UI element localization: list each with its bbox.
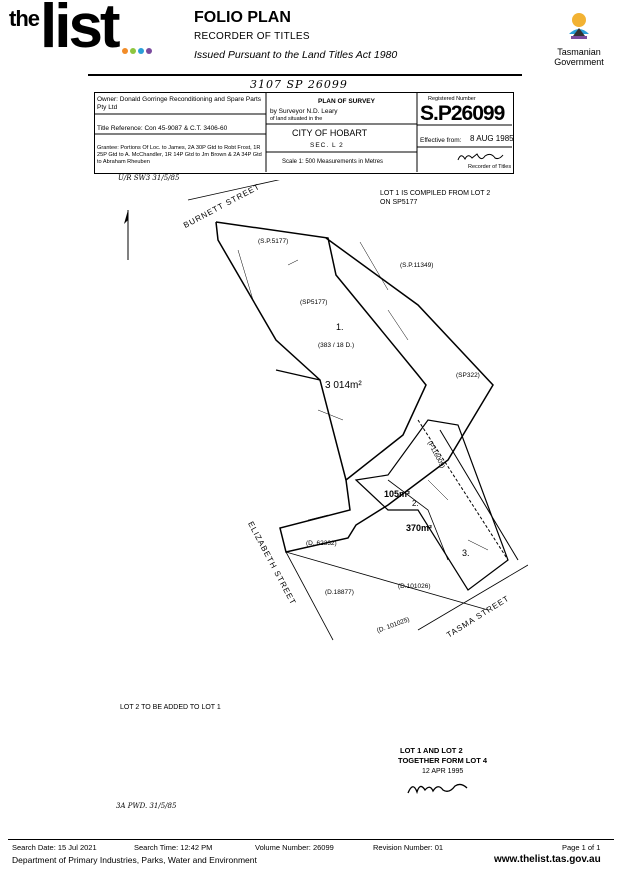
plan-top-handwriting: 3107 SP 26099 [250,78,348,91]
page-subtitle: RECORDER OF TITLES [194,31,310,42]
ref-d101026: (D.101026) [398,583,431,590]
dimension-marks [237,241,489,551]
burnett-street-line [187,180,280,201]
lot1-compiled-note: LOT 1 IS COMPILED FROM LOT 2 ON SP5177 [380,190,491,206]
logo-list: list [40,0,121,61]
gov-line2: Government [554,57,604,67]
ref-d62332: (D. 62332) [306,540,337,547]
scale: Scale 1: 500 Measurements in Metres [282,159,384,165]
logo-dot [146,48,152,54]
logo-dot [122,48,128,54]
recorder-label: Recorder of Titles [468,164,512,170]
grantee-text: Grantee: Portions Of Loc. to James, 2A 3… [97,145,262,165]
title-reference: Title Reference: Con 45-9087 & C.T. 3406… [97,125,228,132]
bottom-handwriting: 3A PWD. 31/5/85 [116,802,177,810]
volume-number: Volume Number: 26099 [255,843,334,852]
effective-from-label: Effective from: [420,137,462,144]
owner-text: Owner: Donald Gorringe Reconditioning an… [97,96,262,111]
page-title: FOLIO PLAN [194,9,291,26]
tasmanian-government-logo: Tasmanian Government [546,6,612,67]
logo-dots [122,48,152,54]
ref-d18877: (D.18877) [325,589,354,596]
city: CITY OF HOBART [292,128,368,138]
registered-number-label: Registered Number [428,96,476,102]
logo-dot [130,48,136,54]
revision-number: Revision Number: 01 [373,843,444,852]
area-lot2: 105m² [384,489,411,499]
crest-icon [569,13,589,39]
ur-note: U/R SW3 31/5/85 [118,174,180,182]
gov-line1: Tasmanian [557,47,601,57]
logo-the: the [9,6,40,31]
website-link[interactable]: www.thelist.tas.gov.au [494,854,601,865]
north-arrow-icon [124,210,129,260]
lot-label-1: 1. [336,322,344,332]
logo-dot [138,48,144,54]
elizabeth-street-line [285,551,489,611]
tasma-street-line [417,564,528,631]
department: Department of Primary Industries, Parks,… [12,855,257,865]
survey-plan-drawing [124,180,528,641]
title-block-lines [94,92,512,172]
footer-divider [8,839,614,840]
lot-label-3: 3. [462,548,470,558]
plan-of-survey: PLAN OF SURVEY [318,98,375,105]
area-lot3: 370m² [406,523,433,533]
area-lot1: 3 014m² [325,380,362,391]
search-time: Search Time: 12:42 PM [134,843,213,852]
surveyor: by Surveyor N.D. Leary [270,108,338,115]
lot-label-2: 2. [412,499,419,508]
lot1-west-boundary [215,221,347,481]
page-indicator: Page 1 of 1 [562,843,601,852]
land-situated: of land situated in the [270,116,323,122]
effective-from-date: 8 AUG 1985 [470,134,514,143]
recorder-signature-2 [407,783,468,795]
together-line2: TOGETHER FORM LOT 4 [398,756,488,765]
scanned-plan-frame [88,74,522,812]
ref-383: (383 / 18 D.) [318,342,355,349]
together-line1: LOT 1 AND LOT 2 [400,746,463,755]
section: SEC. L 2 [310,142,344,149]
ref-sp11349: (S.P.11349) [400,262,434,269]
lot2-added-note: LOT 2 TO BE ADDED TO LOT 1 [120,704,221,711]
plan-title-block [94,92,514,174]
recorder-signature [457,153,504,161]
lot1-boundary [215,221,494,553]
ref-sp322: (SP322) [456,372,480,379]
ref-sp5177-a: (S.P.5177) [258,238,289,245]
together-date: 12 APR 1995 [422,768,464,775]
registered-number: S.P26099 [420,102,505,125]
ref-sp5177-b: (SP5177) [300,299,328,306]
search-date: Search Date: 15 Jul 2021 [12,843,97,852]
issued-statement: Issued Pursuant to the Land Titles Act 1… [194,49,398,61]
